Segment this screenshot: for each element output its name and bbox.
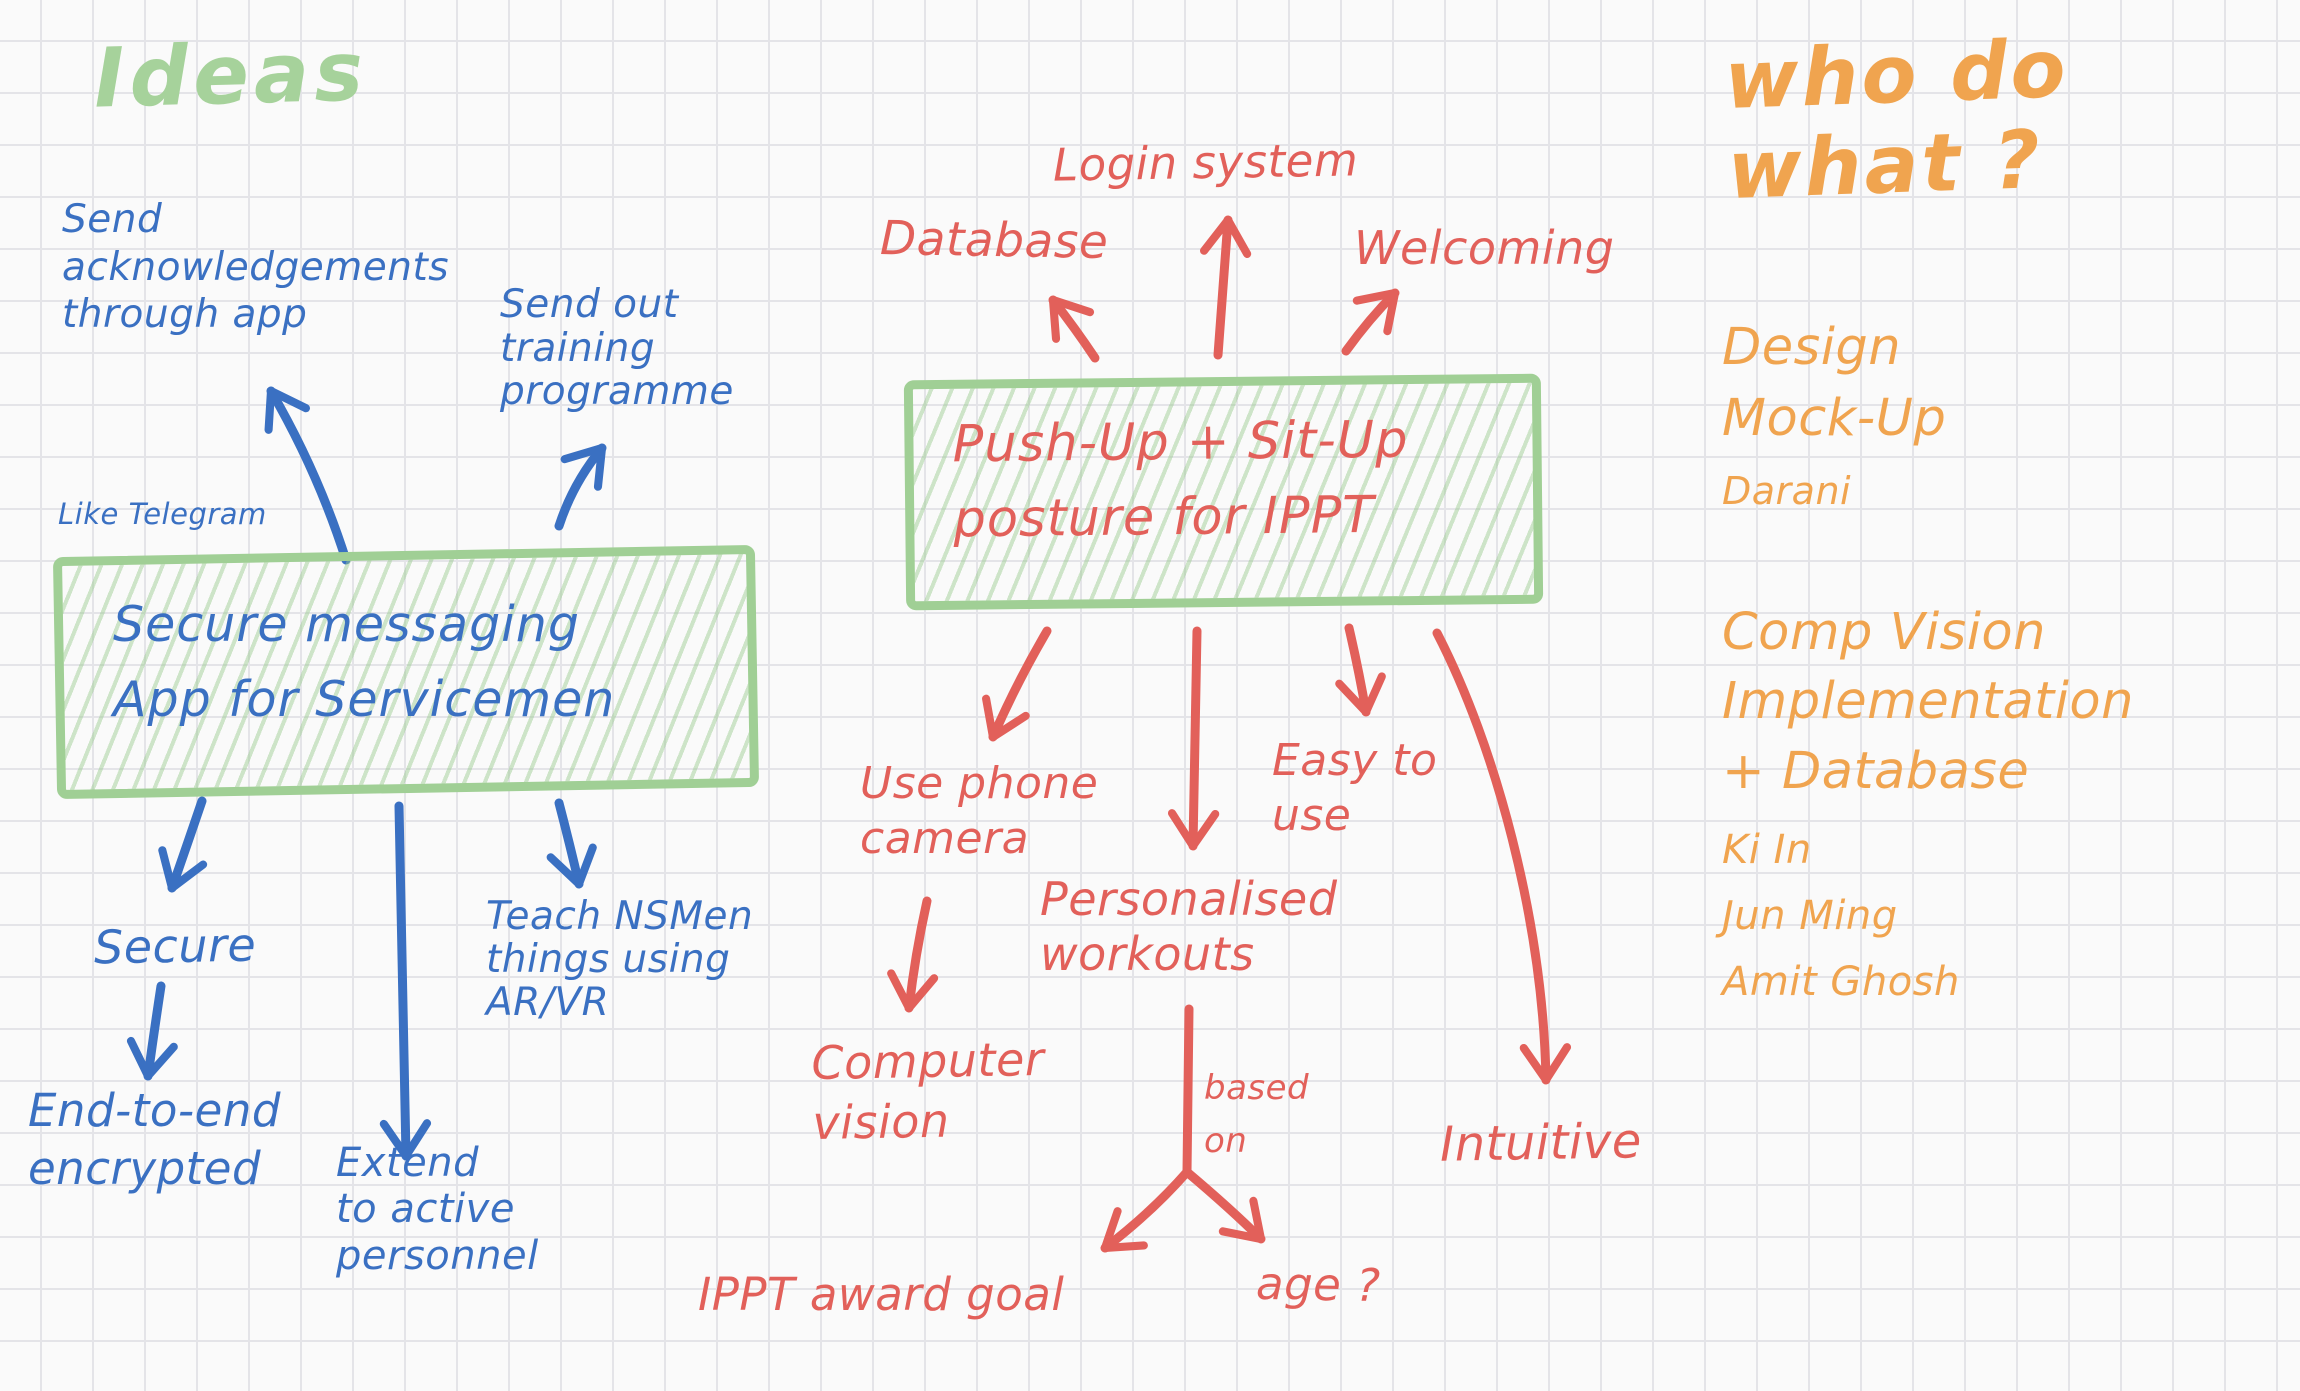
note-send-out-training: Send out training programme — [500, 282, 734, 415]
note-end-to-end-encrypted: End-to-end encrypted — [28, 1084, 281, 1195]
arrow-ippt-to-personalised — [1167, 626, 1220, 851]
note-extend-to-active-personnel: Extend to active personnel — [336, 1140, 539, 1279]
who-do-what-title: who do what ? — [1722, 22, 2070, 217]
note-database: Database — [879, 211, 1109, 270]
note-personalised-workouts: Personalised workouts — [1040, 872, 1338, 982]
note-intuitive: Intuitive — [1439, 1113, 1643, 1173]
note-use-phone-camera: Use phone camera — [860, 758, 1099, 864]
role-name-amit-ghosh: Amit Ghosh — [1722, 959, 1960, 1005]
role-name-jun-ming: Jun Ming — [1722, 893, 1898, 939]
arrow-based-on-to-award — [1100, 1167, 1192, 1253]
arrow-messaging-to-training — [554, 443, 607, 531]
ideas-title: Ideas — [92, 24, 370, 127]
arrow-messaging-to-acknowledgements — [264, 386, 351, 565]
note-easy-to-use: Easy to use — [1272, 735, 1438, 841]
note-computer-vision: Computer vision — [811, 1031, 1045, 1150]
role-name-ki-in: Ki In — [1722, 827, 1812, 873]
ippt-posture-box-label: Push-Up + Sit-Up posture for IPPT — [952, 410, 1409, 550]
arrow-messaging-to-arvr — [546, 798, 597, 889]
arrow-ippt-to-easy — [1335, 623, 1386, 717]
note-teach-nsmen-arvr: Teach NSMen things using AR/VR — [486, 894, 754, 1025]
note-based-on: based on — [1204, 1068, 1310, 1161]
role-design-mockup-heading: Design Mock-Up — [1722, 318, 1947, 449]
arrow-ippt-to-camera — [982, 626, 1052, 742]
arrow-secure-to-e2e — [126, 981, 178, 1081]
note-age: age ? — [1255, 1256, 1381, 1313]
arrow-messaging-to-extend — [379, 801, 432, 1161]
role-compvision-db-heading: Comp Vision Implementation + Database — [1722, 603, 2134, 801]
note-like-telegram: Like Telegram — [58, 497, 267, 531]
arrow-messaging-to-secure — [158, 796, 208, 893]
note-send-acknowledgements: Send acknowledgements through app — [62, 197, 450, 338]
note-secure: Secure — [93, 917, 257, 975]
arrow-workouts-based-on-shaft — [1182, 1004, 1194, 1177]
arrow-camera-to-computer-vision — [887, 896, 939, 1013]
arrow-ippt-to-database — [1048, 295, 1100, 363]
arrow-based-on-to-age — [1182, 1167, 1266, 1244]
secure-messaging-box-label: Secure messaging App for Servicemen — [113, 596, 616, 728]
arrow-ippt-to-welcoming — [1341, 288, 1400, 356]
note-ippt-award-goal: IPPT award goal — [698, 1268, 1065, 1321]
role-design-mockup-name: Darani — [1722, 469, 1852, 513]
note-login-system: Login system — [1052, 133, 1359, 192]
arrow-ippt-to-intuitive — [1432, 628, 1572, 1085]
note-welcoming: Welcoming — [1354, 221, 1615, 275]
arrow-ippt-to-login — [1199, 215, 1252, 360]
